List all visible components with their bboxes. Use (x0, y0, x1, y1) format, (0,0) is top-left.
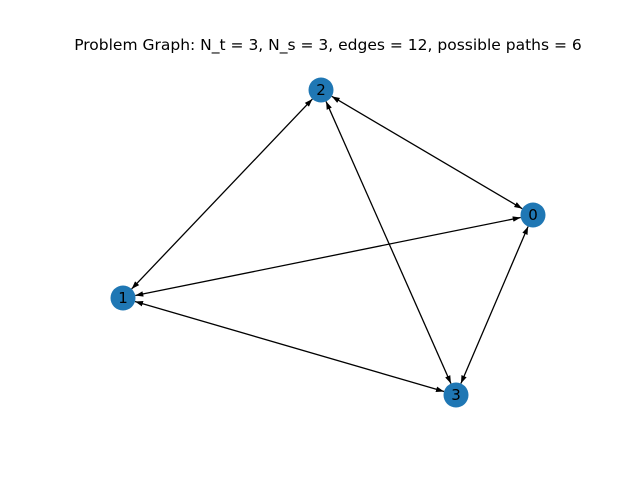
edge-0-1 (135, 216, 521, 297)
node-0 (520, 202, 546, 228)
edge-1-2 (131, 98, 313, 290)
edge-2-3 (325, 101, 452, 384)
node-label-0: 0 (528, 206, 538, 224)
nodes-layer: 0 1 2 3 (110, 77, 546, 408)
graph-title: Problem Graph: N_t = 3, N_s = 3, edges =… (74, 36, 582, 55)
edge-1-3 (134, 300, 445, 393)
node-3 (443, 382, 469, 408)
node-1 (110, 285, 136, 311)
node-label-1: 1 (118, 289, 128, 307)
node-label-3: 3 (451, 386, 461, 404)
node-label-2: 2 (316, 81, 326, 99)
edge-0-2 (331, 95, 523, 210)
edge-0-3 (460, 226, 529, 384)
edges-layer (131, 95, 529, 393)
node-2 (308, 77, 334, 103)
